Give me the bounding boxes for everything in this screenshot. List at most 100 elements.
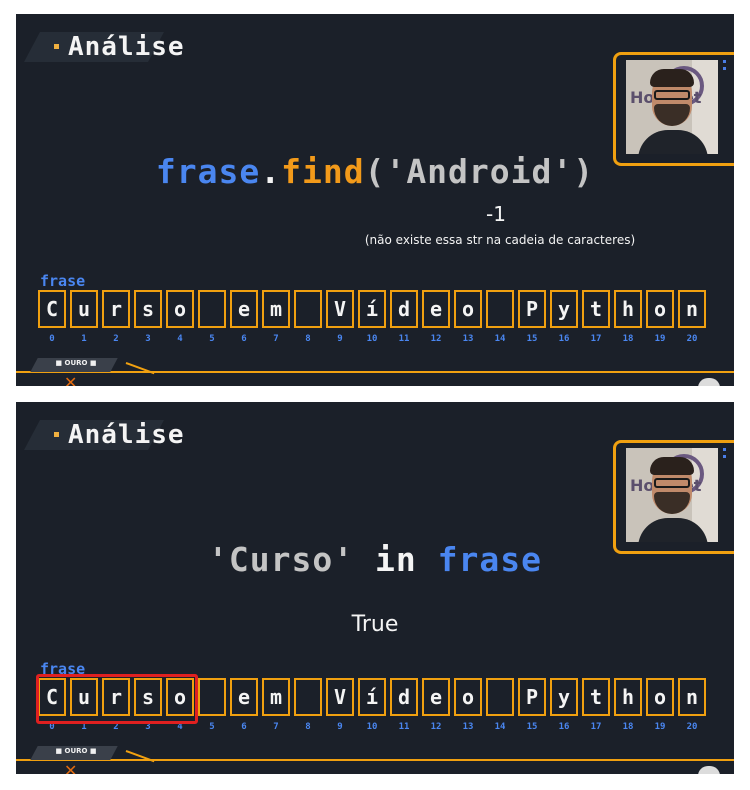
code-expression: 'Curso' in frase xyxy=(16,540,734,579)
string-char-box: C xyxy=(38,290,66,328)
string-index-label: 3 xyxy=(145,722,151,732)
string-char-box xyxy=(198,290,226,328)
string-index-label: 13 xyxy=(462,722,474,732)
string-index-label: 6 xyxy=(241,722,247,732)
presenter-hair xyxy=(650,457,694,475)
footer-line xyxy=(16,759,734,761)
heart-icon xyxy=(698,766,720,774)
code-variable: frase xyxy=(437,540,542,579)
code-expression: frase.find('Android') xyxy=(16,152,734,191)
string-index-label: 13 xyxy=(462,334,474,344)
result-value: -1 xyxy=(486,202,506,226)
string-index-label: 14 xyxy=(494,722,506,732)
string-char-box xyxy=(486,290,514,328)
string-char-box: y xyxy=(550,290,578,328)
footer-line xyxy=(16,371,734,373)
string-index-label: 15 xyxy=(526,334,538,344)
string-index-label: 1 xyxy=(81,334,87,344)
string-char-box: n xyxy=(678,290,706,328)
string-char-box: o xyxy=(646,290,674,328)
string-index-label: 10 xyxy=(366,722,378,732)
result-value: True xyxy=(351,612,399,637)
webcam-dots-icon xyxy=(723,448,730,458)
string-index-label: 1 xyxy=(81,722,87,732)
slide-title: Análise xyxy=(68,420,185,450)
string-char-box: n xyxy=(678,678,706,716)
string-char-box: e xyxy=(230,678,258,716)
string-index-label: 19 xyxy=(654,334,666,344)
string-index-label: 8 xyxy=(305,722,311,732)
string-index-label: 17 xyxy=(590,722,602,732)
slide-title: Análise xyxy=(68,32,185,62)
string-index-label: 16 xyxy=(558,334,570,344)
string-char-box: o xyxy=(166,678,194,716)
presenter-beard xyxy=(654,492,690,514)
string-char-box: s xyxy=(134,678,162,716)
string-variable-label: frase xyxy=(40,272,86,290)
string-index-label: 2 xyxy=(113,334,119,344)
footer-tag-label: ■ OURO ■ xyxy=(55,359,97,367)
substring-highlight xyxy=(36,674,198,724)
string-index-label: 7 xyxy=(273,334,279,344)
slide-find: Análise Hostnet frase.find('Android') -1… xyxy=(16,14,734,386)
string-char-box: o xyxy=(454,678,482,716)
string-index-label: 17 xyxy=(590,334,602,344)
string-char-box: t xyxy=(582,678,610,716)
string-char-box: r xyxy=(102,290,130,328)
string-char-box: u xyxy=(70,290,98,328)
webcam-video: Hostnet xyxy=(626,448,718,542)
string-char-box: y xyxy=(550,678,578,716)
webcam-dots-icon xyxy=(723,60,730,70)
presenter-glasses xyxy=(654,478,690,488)
string-char-box: m xyxy=(262,290,290,328)
medal-icon: ✕ xyxy=(64,373,78,387)
string-variable-label: frase xyxy=(40,660,86,678)
string-index-label: 12 xyxy=(430,334,442,344)
string-index-label: 14 xyxy=(494,334,506,344)
string-char-box: P xyxy=(518,290,546,328)
string-index-label: 9 xyxy=(337,722,343,732)
string-index-label: 3 xyxy=(145,334,151,344)
string-index-label: 4 xyxy=(177,722,183,732)
header-dot-icon xyxy=(54,44,59,49)
string-char-box: h xyxy=(614,290,642,328)
string-char-box: o xyxy=(166,290,194,328)
medal-icon: ✕ xyxy=(64,761,78,775)
string-index-label: 9 xyxy=(337,334,343,344)
string-char-box: e xyxy=(422,678,450,716)
code-dot: . xyxy=(260,152,282,191)
header-dot-icon xyxy=(54,432,59,437)
string-char-box xyxy=(198,678,226,716)
string-char-box: s xyxy=(134,290,162,328)
string-index-label: 19 xyxy=(654,722,666,732)
string-char-box: V xyxy=(326,678,354,716)
string-char-box: e xyxy=(422,290,450,328)
string-char-box: í xyxy=(358,678,386,716)
string-index-label: 0 xyxy=(49,722,55,732)
string-index-label: 11 xyxy=(398,722,410,732)
string-index-label: 10 xyxy=(366,334,378,344)
string-index-label: 8 xyxy=(305,334,311,344)
string-index-label: 6 xyxy=(241,334,247,344)
string-char-box xyxy=(294,678,322,716)
string-char-box xyxy=(486,678,514,716)
heart-icon xyxy=(698,378,720,386)
string-index-label: 20 xyxy=(686,334,698,344)
string-char-box: h xyxy=(614,678,642,716)
footer-tag-label: ■ OURO ■ xyxy=(55,747,97,755)
string-char-box: o xyxy=(646,678,674,716)
code-in-keyword: in xyxy=(354,540,438,579)
string-index-label: 0 xyxy=(49,334,55,344)
string-char-box xyxy=(294,290,322,328)
string-char-box: u xyxy=(70,678,98,716)
code-variable: frase xyxy=(155,152,261,191)
string-char-box: t xyxy=(582,290,610,328)
string-index-label: 5 xyxy=(209,334,215,344)
string-char-box: C xyxy=(38,678,66,716)
presenter-beard xyxy=(654,104,690,126)
presenter-glasses xyxy=(654,90,690,100)
string-char-box: o xyxy=(454,290,482,328)
string-char-box: V xyxy=(326,290,354,328)
